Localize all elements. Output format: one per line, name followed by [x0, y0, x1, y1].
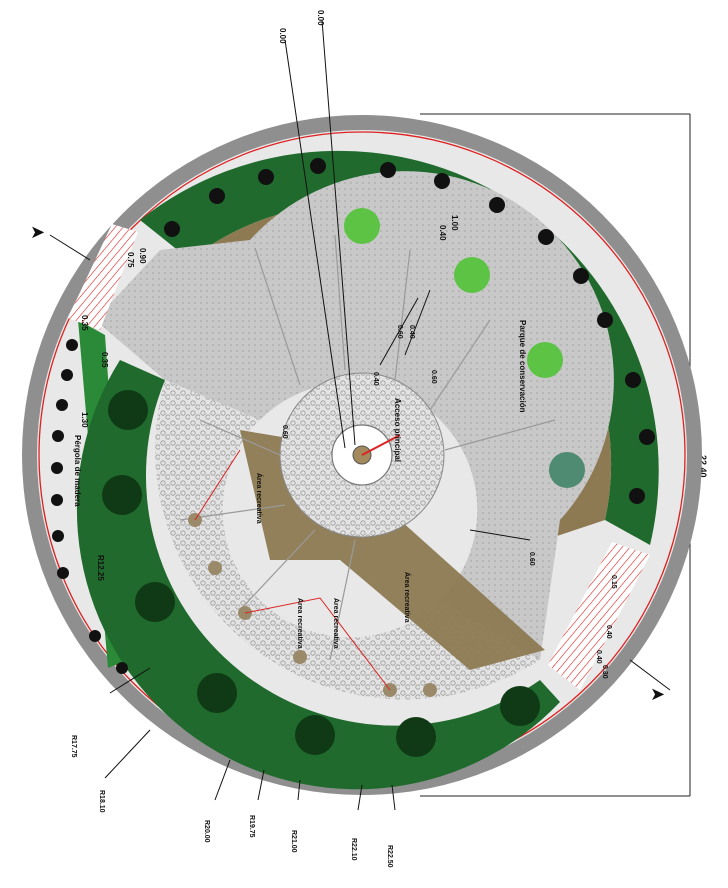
label-seating-3: Área recreativa: [332, 598, 341, 649]
label-ref-3: 0.60: [430, 370, 437, 384]
label-center-top-a: 0.00: [316, 10, 325, 26]
label-ramp-right-a: 0.15: [610, 575, 617, 589]
tree-row-left: [51, 339, 128, 674]
label-seating-4: Área recreativa: [403, 572, 412, 623]
label-ref-2: 0.60: [396, 325, 403, 339]
green-band-lower: [76, 360, 561, 790]
tree-row-lower: [102, 390, 540, 757]
label-ref-4: 0.40: [372, 372, 379, 386]
label-radius-7: R22.50: [386, 845, 393, 868]
shade-trees: [344, 208, 585, 488]
label-radius-3: R20.00: [203, 820, 210, 843]
ramp-left: [68, 224, 138, 330]
red-axis: [361, 434, 401, 456]
label-radius-4: R19.75: [248, 815, 255, 838]
label-vegetation-1: 1.00: [450, 215, 459, 231]
overall-dimension-label: 22.40: [698, 455, 708, 478]
label-radius-6: R22.10: [350, 838, 357, 861]
label-seating-1: Área recreativa: [255, 473, 264, 524]
label-ramp-right-b: 0.40: [605, 625, 612, 639]
label-ref-1: 0.40: [408, 325, 415, 339]
label-seating-2: Área recreativa: [296, 598, 305, 649]
label-left-1: 0.35: [80, 315, 89, 331]
red-path-1: [194, 449, 241, 521]
label-eje-central: Acceso principal: [393, 398, 402, 462]
label-ref-5: 0.60: [281, 425, 288, 439]
brown-wedge: [240, 430, 545, 670]
entry-arrow-right-icon: ➤: [650, 684, 665, 704]
label-radius-2: R18.10: [98, 790, 105, 813]
label-ramp-left-a: 0.90: [138, 248, 147, 264]
label-pergola: Pérgola de madera: [73, 435, 82, 507]
label-ref-6: 0.60: [528, 552, 535, 566]
red-path-2: [244, 597, 391, 691]
label-left-2: 0.35: [100, 352, 109, 368]
paved-plaza: [95, 171, 614, 660]
label-radius-5: R21.00: [290, 830, 297, 853]
entry-arrow-left-icon: ➤: [30, 222, 45, 242]
label-ramp-left-b: 0.75: [126, 252, 135, 268]
tree-row-upper: [164, 158, 655, 504]
label-parque: Parque de conservación: [518, 320, 527, 413]
ramp-right: [548, 542, 650, 690]
label-ramp-right-c: 0.40: [595, 650, 602, 664]
label-vegetation-2: 0.40: [438, 225, 447, 241]
label-left-3: 1.30: [80, 412, 89, 428]
label-radius-1: R17.75: [70, 735, 77, 758]
label-center-top-b: 0.00: [278, 28, 287, 44]
leaders: [49, 19, 671, 811]
label-ramp-right-d: 0.30: [601, 665, 608, 679]
label-left-4: R12.25: [96, 555, 105, 581]
paving-joints: [179, 234, 556, 661]
